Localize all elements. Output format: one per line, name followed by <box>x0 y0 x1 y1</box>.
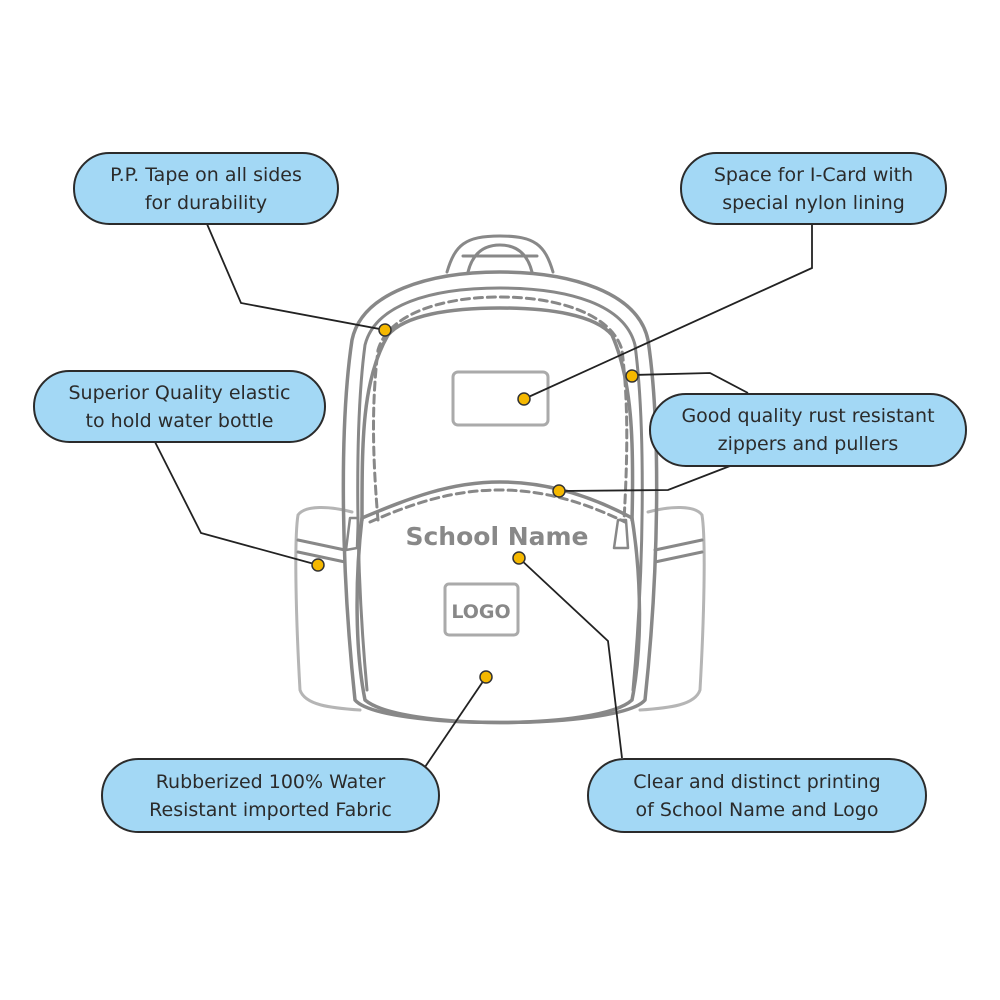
leader-zipper-front <box>558 465 731 492</box>
front-pocket <box>355 480 642 725</box>
handle <box>445 234 555 274</box>
callout-elastic: Superior Quality elastic to hold water bo… <box>33 370 326 443</box>
marker-dot <box>552 484 566 498</box>
callout-text: Good quality rust resistant <box>681 405 935 427</box>
callout-text: to hold water bottle <box>85 409 274 432</box>
right-zipper-puller <box>612 518 630 550</box>
callout-icard: Space for I-Card with special nylon linin… <box>680 152 947 225</box>
callout-zippers: Good quality rust resistant zippers and p… <box>649 393 967 467</box>
callout-text: for durability <box>144 191 268 214</box>
callout-text: P.P. Tape on all sides <box>110 163 302 186</box>
marker-dot <box>311 558 325 572</box>
callout-text: Rubberized 100% Water <box>155 770 386 793</box>
leader-icard <box>523 224 813 400</box>
callout-printing: Clear and distinct printing of School Nam… <box>587 758 927 833</box>
left-side-pocket <box>294 506 362 712</box>
marker-dot <box>378 323 392 337</box>
school-name-print: School Name <box>405 522 588 551</box>
leader-printing <box>518 557 623 759</box>
zipper-dashes <box>372 295 629 522</box>
marker-dot <box>517 392 531 406</box>
leader-zipper-side <box>631 372 749 394</box>
left-zipper-puller <box>344 516 360 552</box>
callout-text: Clear and distinct printing <box>633 770 881 793</box>
callout-text: Superior Quality elastic <box>68 381 291 404</box>
callout-text: special nylon lining <box>722 191 905 214</box>
marker-dot <box>512 551 526 565</box>
marker-dot <box>479 670 493 684</box>
logo-print: LOGO <box>451 601 510 623</box>
marker-dot <box>625 369 639 383</box>
leader-fabric <box>424 676 487 768</box>
leader-pp-tape <box>206 223 386 331</box>
callout-text: zippers and pullers <box>717 433 899 455</box>
leader-elastic <box>154 441 319 566</box>
callout-text: Space for I-Card with <box>713 163 914 186</box>
logo-box <box>443 582 520 637</box>
callout-text: of School Name and Logo <box>635 798 879 821</box>
callout-pp-tape: P.P. Tape on all sides for durability <box>73 152 339 225</box>
id-card-window <box>451 370 550 427</box>
callout-text: Resistant imported Fabric <box>149 798 392 821</box>
right-side-pocket <box>638 506 706 712</box>
